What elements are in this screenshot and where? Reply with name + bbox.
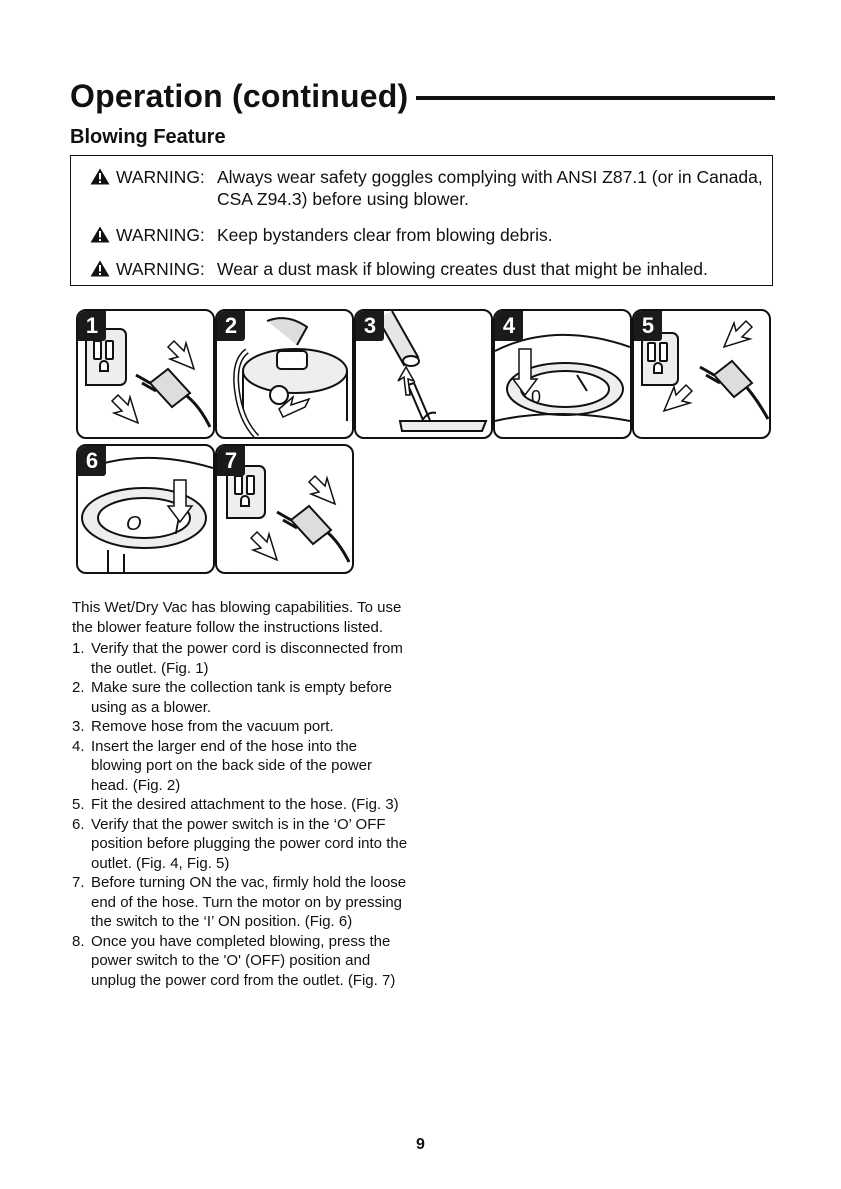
list-item: 2. Make sure the collection tank is empty… — [72, 678, 412, 717]
step-text: Remove hose from the vacuum port. — [91, 718, 334, 735]
list-item: 8. Once you have completed blowing, press… — [72, 932, 412, 991]
step-number: 2. — [72, 679, 85, 696]
list-item: 5. Fit the desired attachment to the hose… — [72, 795, 412, 815]
switch-on-label: I — [174, 517, 180, 539]
unplug-cord-icon — [85, 328, 212, 428]
figure-5: 5 — [632, 309, 771, 439]
warning-box: WARNING: Always wear safety goggles comp… — [70, 155, 773, 286]
step-number: 6. — [72, 815, 85, 833]
warning-text: Wear a dust mask if blowing creates dust… — [217, 259, 708, 279]
figure-number: 5 — [634, 311, 662, 341]
warning-text: Always wear safety goggles complying wit… — [217, 167, 763, 209]
warning-label: WARNING: — [90, 166, 205, 188]
figure-number: 2 — [217, 311, 245, 341]
intro-paragraph: This Wet/Dry Vac has blowing capabilitie… — [72, 599, 402, 636]
figure-6: O I 6 — [76, 444, 215, 574]
list-item: 3. Remove hose from the vacuum port. — [72, 717, 412, 737]
steps-list: 1. Verify that the power cord is disconne… — [72, 639, 412, 990]
figure-4: 0 4 — [493, 309, 632, 439]
step-text: Once you have completed blowing, press t… — [91, 932, 396, 989]
figure-7: 7 — [215, 444, 354, 574]
step-text: Insert the larger end of the hose into t… — [91, 737, 373, 794]
step-number: 3. — [72, 718, 85, 735]
list-item: 1. Verify that the power cord is disconne… — [72, 639, 412, 678]
step-number: 4. — [72, 737, 85, 755]
warning-label-text: WARNING: — [116, 259, 205, 279]
attachment-hose-icon — [377, 311, 488, 432]
figure-3: 3 — [354, 309, 493, 439]
instructions: This Wet/Dry Vac has blowing capabilitie… — [72, 598, 412, 990]
step-number: 5. — [72, 796, 85, 813]
power-switch-off-icon: 0 — [495, 334, 630, 422]
step-text: Verify that the power cord is disconnect… — [91, 640, 403, 677]
figure-1: 1 — [76, 309, 215, 439]
step-number: 1. — [72, 640, 85, 657]
step-text: Fit the desired attachment to the hose. … — [91, 796, 399, 813]
step-text: Make sure the collection tank is empty b… — [91, 679, 392, 716]
list-item: 6. Verify that the power switch is in the… — [72, 815, 412, 874]
figure-number: 7 — [217, 446, 245, 476]
insert-hose-blowing-port-icon — [233, 317, 348, 437]
list-item: 4. Insert the larger end of the hose into… — [72, 737, 412, 796]
warning-triangle-icon — [90, 226, 110, 243]
figure-number: 3 — [356, 311, 384, 341]
power-switch-on-icon: O I — [78, 457, 213, 572]
warning-label: WARNING: — [90, 224, 205, 246]
warning-triangle-icon — [90, 260, 110, 277]
step-number: 7. — [72, 874, 85, 891]
page-title: Operation (continued) — [70, 78, 409, 114]
figure-number: 6 — [78, 446, 106, 476]
unplug-cord-icon — [226, 465, 351, 563]
switch-off-label: O — [126, 513, 142, 535]
figure-2: 2 — [215, 309, 354, 439]
title-row: Operation (continued) — [70, 74, 775, 118]
list-item: 7. Before turning ON the vac, firmly hold… — [72, 873, 412, 932]
warning-label-text: WARNING: — [116, 167, 205, 187]
section-heading: Blowing Feature — [70, 126, 226, 148]
plug-cord-icon — [641, 319, 769, 420]
figure-number: 1 — [78, 311, 106, 341]
warning-triangle-icon — [90, 168, 110, 185]
switch-mark-label: 0 — [531, 387, 541, 407]
warning-label-text: WARNING: — [116, 225, 205, 245]
warning-text: Keep bystanders clear from blowing debri… — [217, 225, 553, 245]
title-rule — [416, 96, 775, 100]
page-number: 9 — [416, 1136, 425, 1153]
warning-label: WARNING: — [90, 258, 205, 280]
step-text: Before turning ON the vac, firmly hold t… — [91, 874, 407, 930]
figure-number: 4 — [495, 311, 523, 341]
step-number: 8. — [72, 932, 85, 950]
step-text: Verify that the power switch is in the ‘… — [91, 815, 408, 872]
